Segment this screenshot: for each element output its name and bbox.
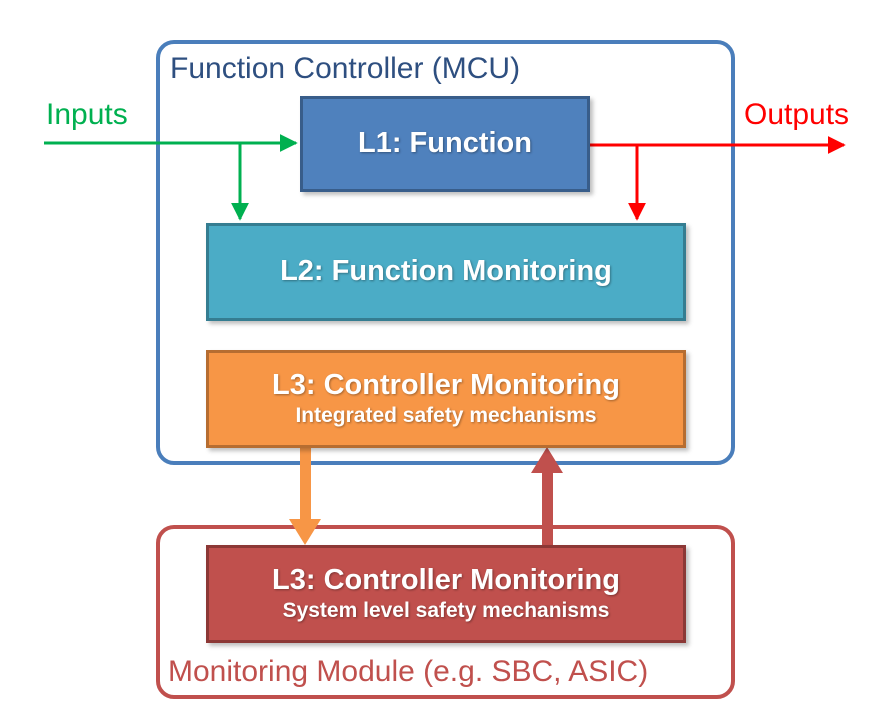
l1-function-title: L1: Function: [358, 127, 532, 160]
mcu-container-frame: [156, 40, 735, 465]
l3-controller-monitoring-title: L3: Controller Monitoring: [272, 368, 620, 401]
mcu-container-label: Function Controller (MCU): [170, 52, 521, 85]
l3-controller-monitoring-block: L3: Controller Monitoring Integrated saf…: [206, 350, 686, 448]
l3-system-monitoring-title: L3: Controller Monitoring: [272, 563, 620, 596]
l3-controller-monitoring-subtitle: Integrated safety mechanisms: [295, 404, 597, 428]
l3-up-arrow: [531, 447, 563, 545]
l3-system-monitoring-block: L3: Controller Monitoring System level s…: [206, 545, 686, 643]
l3-system-monitoring-subtitle: System level safety mechanisms: [282, 599, 610, 623]
module-container-frame: [156, 525, 735, 699]
inputs-label: Inputs: [46, 98, 128, 131]
l2-function-monitoring-title: L2: Function Monitoring: [280, 255, 612, 288]
module-container-label: Monitoring Module (e.g. SBC, ASIC): [168, 655, 649, 688]
l3-down-arrow: [289, 447, 321, 545]
l1-function-block: L1: Function: [300, 96, 590, 192]
l2-function-monitoring-block: L2: Function Monitoring: [206, 223, 686, 321]
outputs-label: Outputs: [744, 98, 850, 131]
